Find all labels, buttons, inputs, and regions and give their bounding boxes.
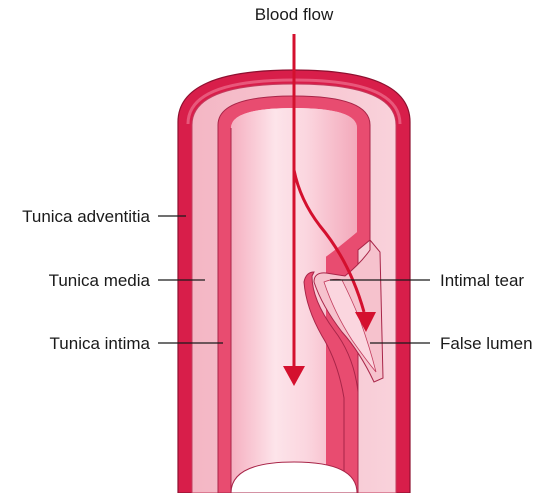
lumen-bottom-opening [230, 461, 358, 493]
intimal-flap [303, 271, 359, 493]
tunica-adventitia-label: Tunica adventitia [22, 207, 150, 226]
vessel-wall [177, 69, 411, 493]
blood-flow-label: Blood flow [255, 5, 334, 24]
intimal-tear-label: Intimal tear [440, 271, 524, 290]
false-lumen-label: False lumen [440, 334, 533, 353]
dissection-flow-arrowhead [355, 312, 376, 332]
tunica-media-label: Tunica media [49, 271, 151, 290]
main-flow-arrowhead [283, 366, 305, 386]
tunica-intima-label: Tunica intima [50, 334, 151, 353]
leader-lines [158, 215, 430, 344]
dissection-flow-arrow-shaft [292, 169, 366, 313]
blood-flow-arrows [283, 34, 376, 386]
